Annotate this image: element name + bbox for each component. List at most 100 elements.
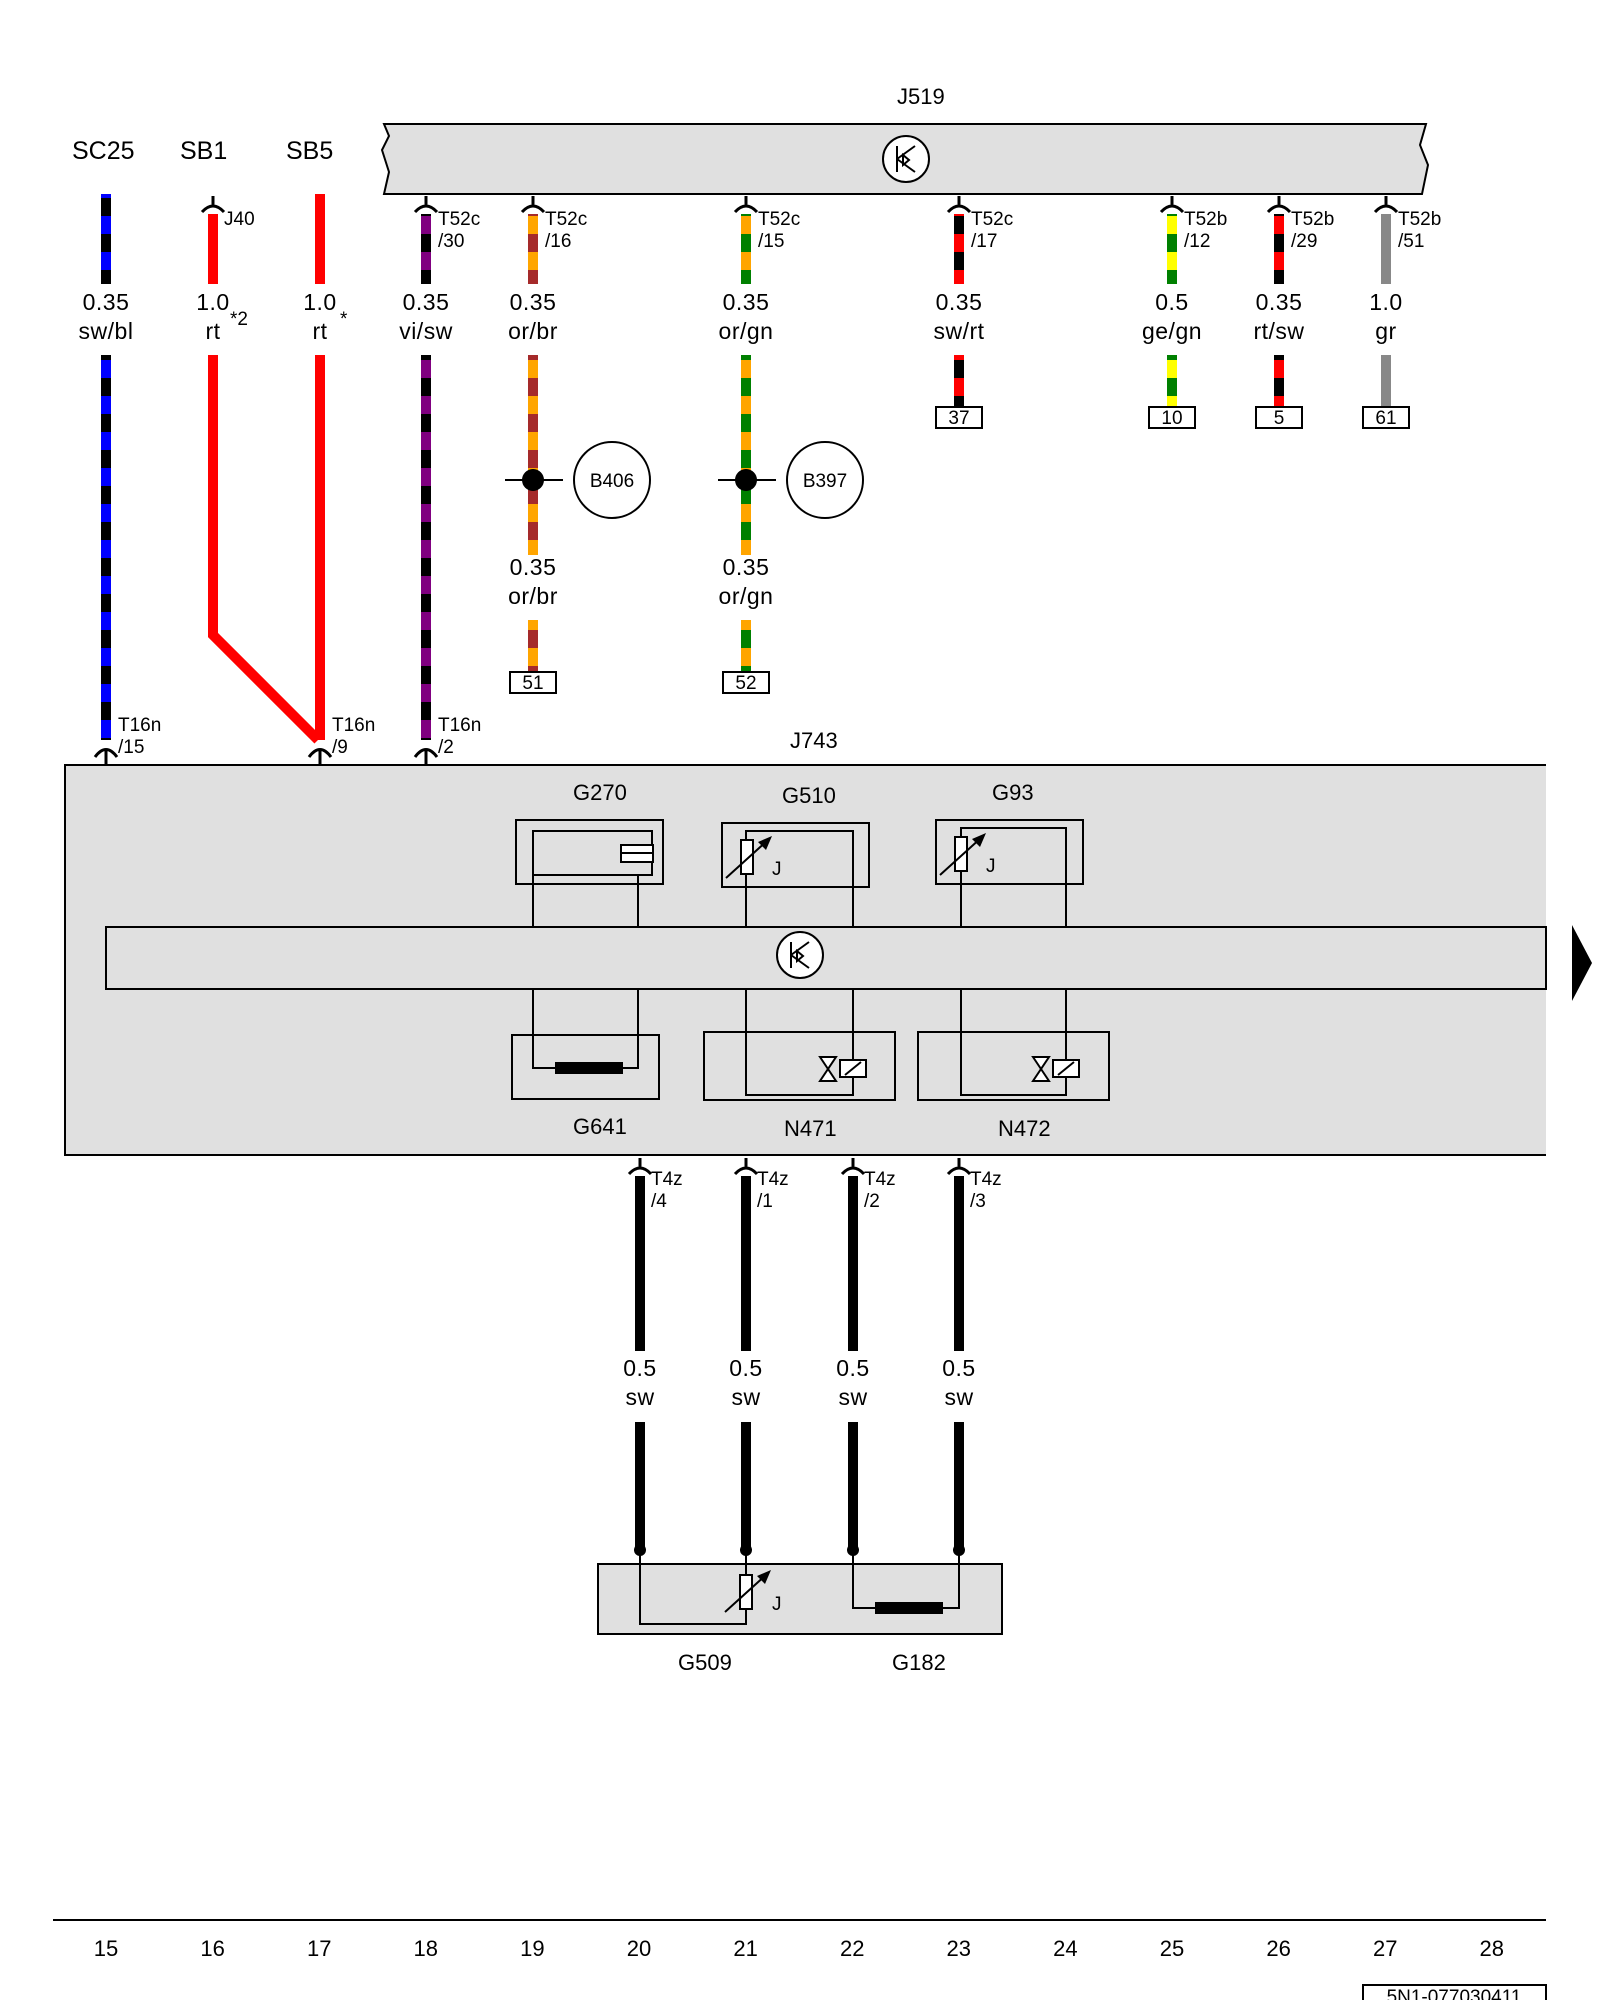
g509-arrow <box>724 1573 768 1613</box>
pin-label-bottom: /29 <box>1291 231 1317 252</box>
wire-size: 0.35 <box>936 289 983 315</box>
wire-size: 0.35 <box>403 289 450 315</box>
wire-segment-upper <box>101 194 111 284</box>
j519-label: J519 <box>897 84 945 109</box>
footnote-star2: *2 <box>230 309 248 330</box>
wire-size: 1.0 <box>196 289 229 315</box>
wire-segment-upper <box>1274 214 1284 284</box>
pin-label-top: T16n <box>332 715 375 736</box>
column-number: 19 <box>520 1936 544 1961</box>
g510-arrowhead-icon <box>758 836 772 850</box>
n471-coil-line <box>844 1061 862 1076</box>
connector-icon <box>307 748 333 765</box>
pin-label-top: T4z <box>757 1169 789 1190</box>
j743-symbol-icon <box>790 941 810 969</box>
wire-segment-middle <box>528 355 538 555</box>
wire-size-lower: 0.35 <box>510 554 557 580</box>
pin-label-top: T4z <box>970 1169 1002 1190</box>
sb5-label: SB5 <box>286 137 333 165</box>
wire-color: gr <box>1375 318 1396 344</box>
sc25-label: SC25 <box>72 137 135 165</box>
wire-segment-lower <box>101 355 111 740</box>
wire-segment-lower <box>1274 355 1284 407</box>
wire-segment-upper <box>1381 214 1391 284</box>
reference-box <box>1148 406 1196 429</box>
pin-label-top: T52b <box>1398 209 1441 230</box>
reference-box <box>935 406 983 429</box>
pin-label-top: T4z <box>864 1169 896 1190</box>
wire-color: or/br <box>508 318 558 344</box>
g93-label: G93 <box>992 780 1034 805</box>
j40-label: J40 <box>224 209 255 230</box>
wire-color: rt <box>205 318 220 344</box>
g93-j-label: J <box>986 856 996 877</box>
b397-circle <box>786 441 864 519</box>
splice-dot <box>522 469 544 491</box>
pin-label-bottom: /15 <box>758 231 784 252</box>
wire-color: sw <box>625 1384 654 1410</box>
column-number: 26 <box>1266 1936 1290 1961</box>
wire-size: 0.5 <box>623 1355 656 1381</box>
j519-symbol-icon <box>896 145 916 173</box>
wire-color: sw <box>944 1384 973 1410</box>
t16n-connectors: T16n /15 T16n /9 T16n /2 <box>93 715 481 765</box>
wire-size: 1.0 <box>303 289 336 315</box>
wire-column-27: T52b /51 1.0 gr 61 <box>1362 196 1441 429</box>
n472-coil-line <box>1057 1061 1075 1076</box>
wire-column-23: T52c /17 0.35 sw/rt 37 <box>933 196 1013 429</box>
sensor-housing <box>597 1563 1003 1635</box>
j743-symbol-circle <box>776 931 824 979</box>
pin-label-bottom: /3 <box>970 1191 986 1212</box>
wire-segment-lower <box>635 1422 645 1547</box>
doc-code: 5N1-077030411 <box>1387 1987 1522 2000</box>
wire-color: sw <box>838 1384 867 1410</box>
column-number: 25 <box>1160 1936 1184 1961</box>
wire-size: 0.5 <box>836 1355 869 1381</box>
wire-segment-lower <box>741 1422 751 1547</box>
wire-size: 1.0 <box>1369 289 1402 315</box>
column-number: 16 <box>200 1936 224 1961</box>
wire-color: rt <box>312 318 327 344</box>
wire-segment-middle <box>741 355 751 555</box>
reference-number: 10 <box>1161 408 1182 429</box>
g270-sensor: G270 <box>515 780 664 927</box>
g510-resistor <box>740 839 754 875</box>
wire-size: 0.35 <box>510 289 557 315</box>
wire-size: 0.35 <box>723 289 770 315</box>
pin-label-bottom: /30 <box>438 231 464 252</box>
g270-inner <box>532 830 653 927</box>
j519-symbol-circle <box>882 135 930 183</box>
column-number: 21 <box>733 1936 757 1961</box>
wire-segment-upper <box>741 214 751 284</box>
wire-segment-lower <box>848 1422 858 1547</box>
n472-label: N472 <box>998 1116 1051 1141</box>
n471-valve-icon <box>818 1056 838 1082</box>
wire-segment-upper <box>208 214 218 284</box>
pin-label-bottom: /16 <box>545 231 571 252</box>
j743-control-unit: J743 G270 G510 J G93 <box>64 728 1592 1156</box>
g509-j-label: J <box>772 1594 782 1615</box>
wire-color-lower: or/gn <box>719 583 774 609</box>
connector-icon <box>840 1158 866 1176</box>
pin-label-top: T52c <box>971 209 1013 230</box>
pin-label-bottom: /1 <box>757 1191 773 1212</box>
reference-box <box>722 671 770 694</box>
wire-column-21: T52c /15 0.35 or/gn B397 0.35 or/gn 52 <box>718 196 864 694</box>
wire-segment-upper <box>954 214 964 284</box>
wire-color-lower: or/br <box>508 583 558 609</box>
pin-label-top: T52c <box>545 209 587 230</box>
pin-label-bottom: /15 <box>118 737 144 758</box>
wire-column-25: T52b /12 0.5 ge/gn 10 <box>1142 196 1227 429</box>
n472-outer <box>917 1031 1110 1101</box>
wire-color: sw/rt <box>933 318 984 344</box>
pin-label-top: T16n <box>118 715 161 736</box>
reference-number: 61 <box>1375 408 1396 429</box>
g182-element <box>875 1602 943 1614</box>
wire-column-18: T52c /30 0.35 vi/sw <box>399 196 480 740</box>
wire-size: 0.5 <box>942 1355 975 1381</box>
g509-label: G509 <box>678 1650 732 1675</box>
g510-label: G510 <box>782 783 836 808</box>
g182-label: G182 <box>892 1650 946 1675</box>
